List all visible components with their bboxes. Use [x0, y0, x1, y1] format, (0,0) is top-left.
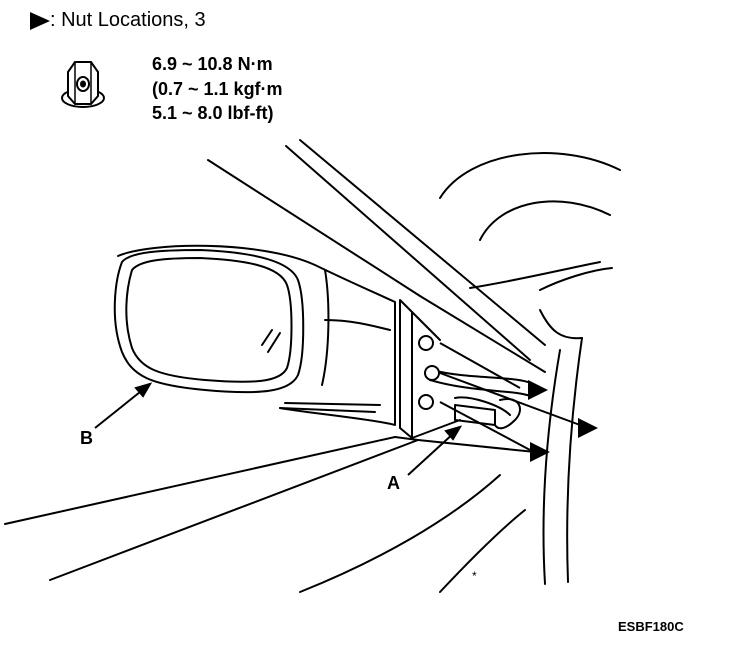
nut-location-arrow-3: [530, 442, 550, 462]
svg-text:*: *: [472, 569, 477, 583]
callout-b-arrowhead: [134, 382, 153, 398]
nut-location-arrow-1: [528, 380, 548, 400]
a-pillar: [207, 159, 421, 297]
stud-upper: [418, 335, 434, 351]
torque-spec-lbfft: 5.1 ~ 8.0 lbf-ft): [152, 103, 274, 123]
mirror-glass: [113, 249, 305, 394]
triangle-arrow-icon: [30, 12, 50, 30]
flange-nut-icon: [61, 61, 105, 108]
torque-spec-nm: 6.9 ~ 10.8 N·m: [152, 54, 273, 74]
seat-outline: [439, 152, 621, 199]
harness: [431, 369, 536, 386]
callout-b-label: B: [80, 428, 93, 448]
figure-code: ESBF180C: [618, 619, 684, 634]
mirror-housing: [117, 244, 396, 426]
legend-text: : Nut Locations, 3: [50, 9, 206, 31]
stud-lower: [418, 394, 434, 410]
door-edge: [566, 337, 583, 583]
torque-spec-kgfm: (0.7 ~ 1.1 kgf·m: [152, 79, 283, 99]
nut-location-arrow-2: [578, 418, 598, 438]
mounting-base: [399, 299, 413, 439]
callout-a-label: A: [387, 473, 400, 493]
stud-middle: [424, 365, 440, 381]
callout-a-arrowhead: [444, 425, 463, 441]
